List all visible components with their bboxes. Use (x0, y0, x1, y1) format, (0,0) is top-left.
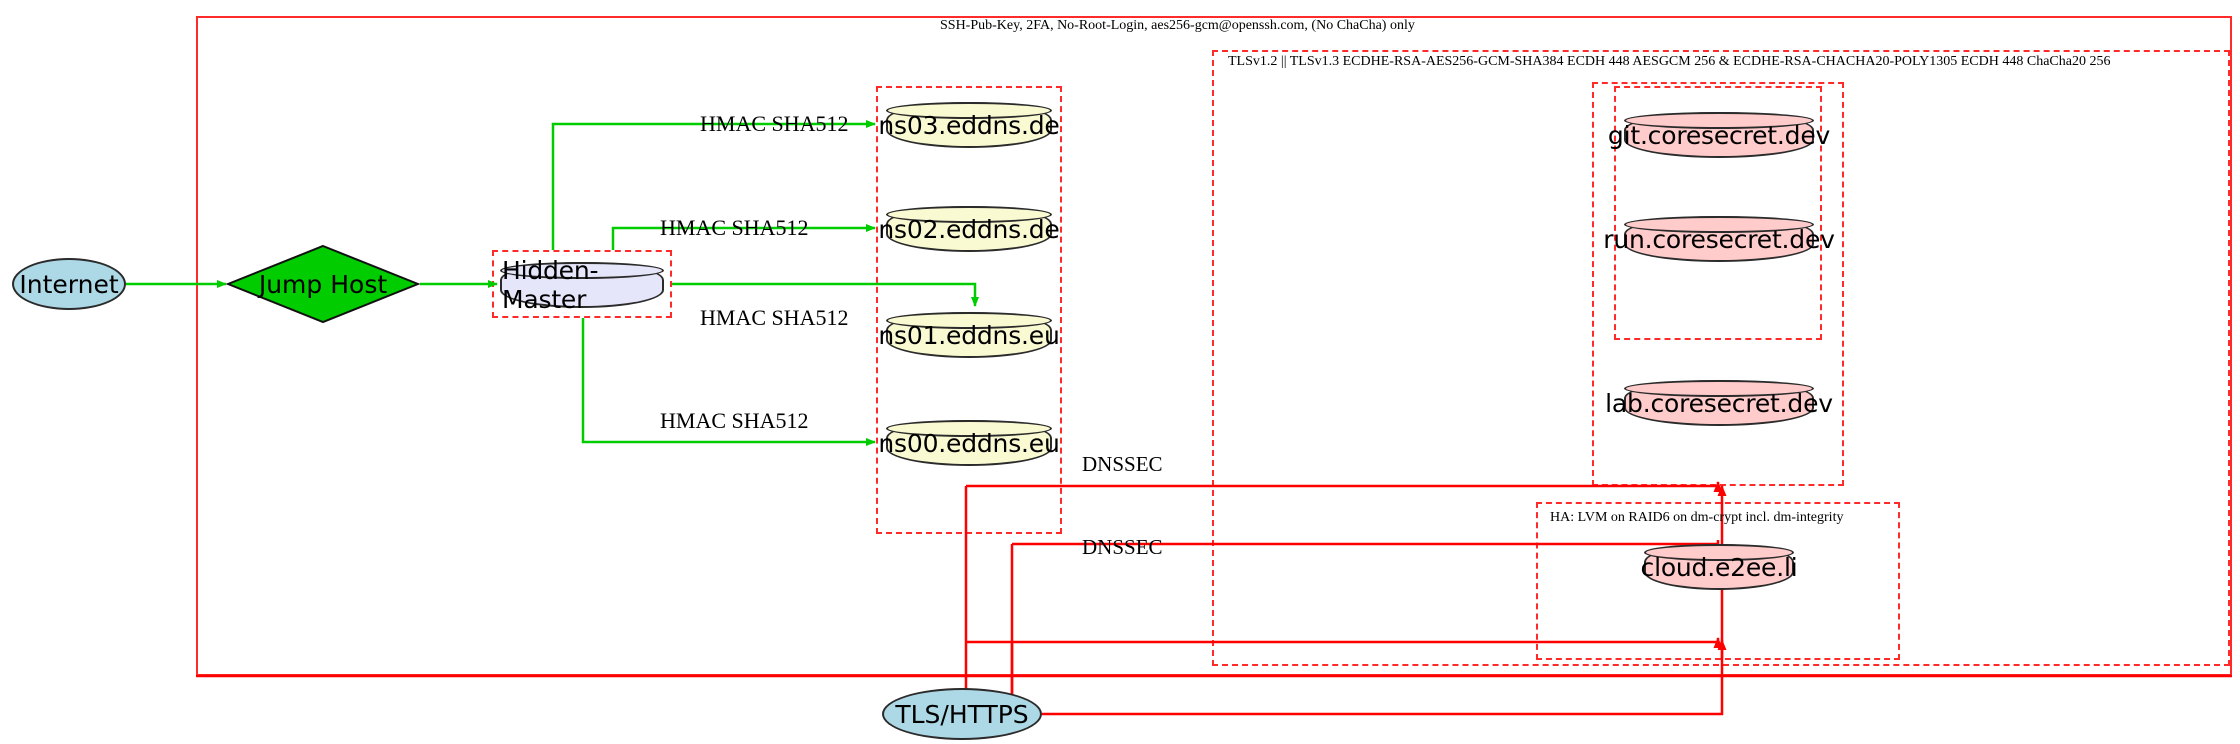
node-git-coresecret-label: git.coresecret.dev (1607, 120, 1831, 150)
node-git-coresecret[interactable]: git.coresecret.dev (1608, 112, 1830, 158)
edge-label-hmac-ns02: HMAC SHA512 (660, 215, 809, 240)
node-ns03[interactable]: ns03.eddns.de (878, 102, 1060, 148)
ssh-policy-label: SSH-Pub-Key, 2FA, No-Root-Login, aes256-… (940, 18, 1415, 33)
ha-policy-label: HA: LVM on RAID6 on dm-crypt incl. dm-in… (1550, 510, 1844, 525)
node-tls-https[interactable]: TLS/HTTPS (882, 688, 1042, 740)
edge-label-hmac-ns03: HMAC SHA512 (700, 111, 849, 136)
node-run-coresecret[interactable]: run.coresecret.dev (1603, 216, 1835, 262)
node-lab-coresecret-label: lab.coresecret.dev (1605, 388, 1833, 418)
node-ns01-label: ns01.eddns.eu (878, 320, 1060, 350)
node-ns00-label: ns00.eddns.eu (878, 428, 1060, 458)
edge-label-hmac-ns00: HMAC SHA512 (660, 408, 809, 433)
nameserver-boundary (876, 86, 1062, 534)
node-ns00[interactable]: ns00.eddns.eu (878, 420, 1060, 466)
node-ns03-label: ns03.eddns.de (878, 110, 1060, 140)
edge-label-dnssec-top: DNSSEC (1082, 452, 1163, 476)
node-cloud-e2ee-label: cloud.e2ee.li (1640, 552, 1798, 582)
coresecret-inner-boundary (1614, 86, 1822, 340)
node-cloud-e2ee[interactable]: cloud.e2ee.li (1641, 544, 1798, 590)
node-ns02[interactable]: ns02.eddns.de (878, 206, 1060, 252)
edge-label-hmac-ns01: HMAC SHA512 (700, 305, 849, 330)
node-lab-coresecret[interactable]: lab.coresecret.dev (1605, 380, 1833, 426)
node-ns01[interactable]: ns01.eddns.eu (878, 312, 1060, 358)
node-internet[interactable]: Internet (12, 258, 126, 310)
ha-boundary (1536, 502, 1900, 660)
edge-label-dnssec-bottom: DNSSEC (1082, 535, 1163, 559)
node-hidden-master-label: Hidden-Master (502, 256, 599, 314)
node-hidden-master[interactable]: Hidden-Master (500, 256, 664, 314)
node-ns02-label: ns02.eddns.de (878, 214, 1060, 244)
node-jump-host-label: Jump Host (258, 269, 388, 299)
tls-policy-label: TLSv1.2 || TLSv1.3 ECDHE-RSA-AES256-GCM-… (1228, 54, 2111, 69)
node-internet-label: Internet (19, 269, 119, 299)
node-jump-host[interactable]: Jump Host (226, 244, 420, 324)
node-run-coresecret-label: run.coresecret.dev (1603, 224, 1835, 254)
node-tls-https-label: TLS/HTTPS (895, 699, 1029, 729)
